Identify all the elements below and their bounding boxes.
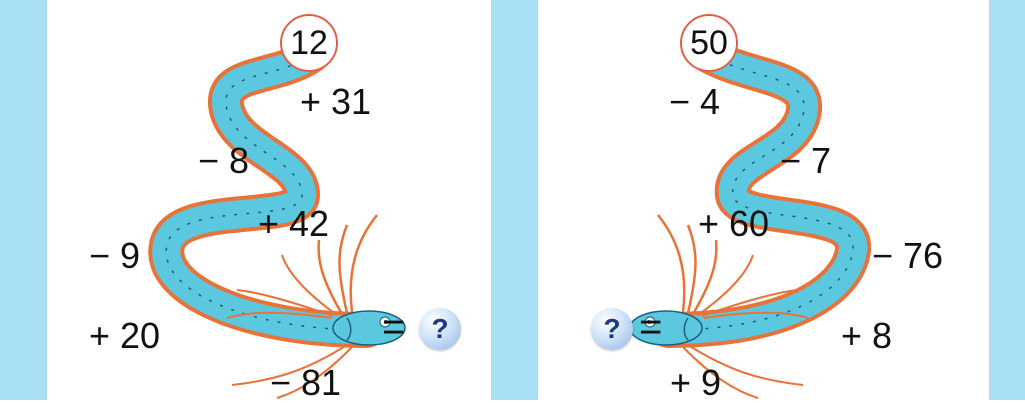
left-start-number: 12 bbox=[280, 14, 338, 72]
left-op-6: − 81 bbox=[270, 365, 341, 401]
right-op-6: + 9 bbox=[670, 365, 721, 401]
right-op-5: + 8 bbox=[841, 318, 892, 354]
right-op-2: − 7 bbox=[780, 143, 831, 179]
right-op-4: − 76 bbox=[872, 238, 943, 274]
left-answer-ball: ? bbox=[419, 308, 461, 350]
left-op-3: + 42 bbox=[258, 206, 329, 242]
right-stripe bbox=[989, 0, 1025, 400]
left-stripe bbox=[0, 0, 47, 400]
left-op-2: − 8 bbox=[198, 143, 249, 179]
right-start-number: 50 bbox=[680, 14, 738, 72]
right-op-3: + 60 bbox=[698, 206, 769, 242]
right-op-1: − 4 bbox=[669, 84, 720, 120]
left-op-1: + 31 bbox=[300, 84, 371, 120]
left-op-5: + 20 bbox=[89, 318, 160, 354]
right-puzzle: 50 − 4 − 7 + 60 − 76 + 8 + 9 ? = bbox=[538, 0, 989, 400]
right-equals-sign: = bbox=[639, 307, 662, 347]
left-equals-sign: = bbox=[382, 307, 405, 347]
right-answer-ball: ? bbox=[591, 308, 633, 350]
left-op-4: − 9 bbox=[89, 238, 140, 274]
middle-stripe bbox=[491, 0, 538, 400]
left-puzzle: 12 + 31 − 8 + 42 − 9 + 20 − 81 = ? bbox=[47, 0, 491, 400]
